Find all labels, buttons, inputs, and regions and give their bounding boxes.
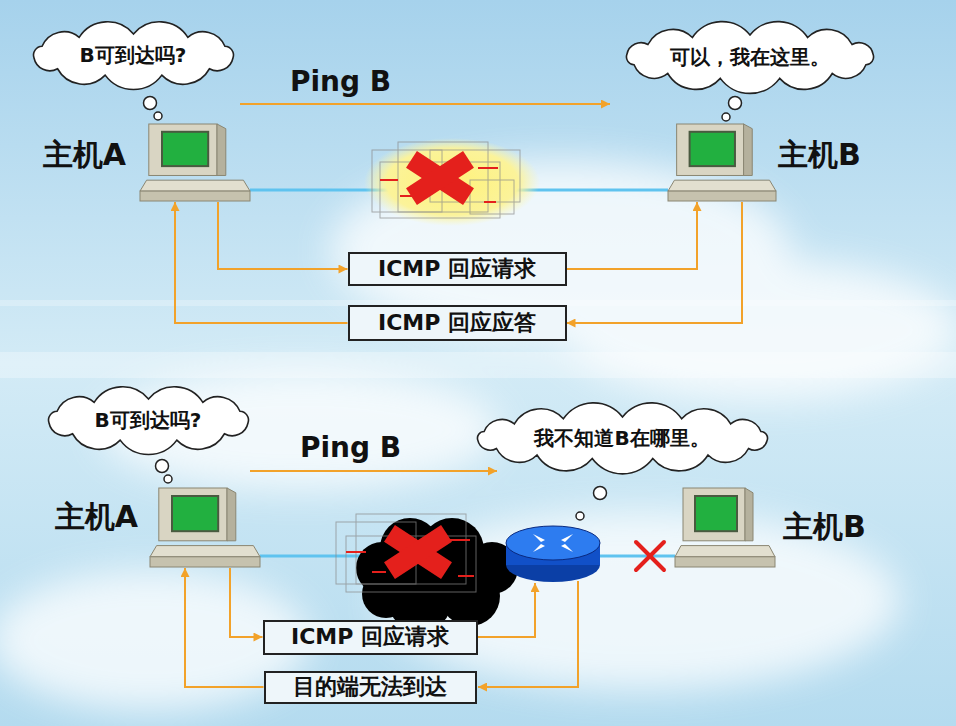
bubble-text: 我不知道B在哪里。 [534, 427, 709, 450]
computer-icon [150, 488, 260, 568]
arrow-connector [175, 202, 348, 323]
network-cloud [336, 514, 518, 632]
message-box: ICMP 回应请求 [348, 252, 567, 286]
host-label: 主机B [783, 510, 866, 545]
computer-icon [668, 124, 776, 202]
arrow-connector [230, 568, 263, 637]
host-computer: 主机A [140, 124, 250, 202]
thought-bubble: B可到达吗? [41, 392, 256, 448]
message-box: 目的端无法到达 [264, 671, 477, 704]
message-box: ICMP 回应应答 [348, 305, 567, 341]
host-computer: 主机A [150, 488, 260, 568]
network-cloud [364, 138, 540, 226]
host-label: 主机A [55, 500, 138, 535]
arrow-connector [567, 202, 698, 269]
bubble-text: B可到达吗? [95, 409, 202, 432]
arrow-connector [185, 568, 264, 687]
ping-arrow [240, 103, 610, 105]
thought-bubble: 我不知道B在哪里。 [470, 410, 775, 466]
computer-icon [140, 124, 250, 202]
host-label: 主机A [43, 138, 126, 173]
arrow-connector [218, 202, 348, 269]
box-text: ICMP 回应请求 [378, 256, 536, 281]
thought-bubble: 可以，我在这里。 [619, 28, 881, 86]
host-computer: 主机B [675, 488, 775, 568]
bubble-text: 可以，我在这里。 [670, 46, 830, 69]
host-label: 主机B [778, 138, 861, 173]
divider-band [0, 352, 956, 378]
box-text: 目的端无法到达 [293, 674, 447, 699]
thought-bubble: B可到达吗? [26, 27, 241, 83]
message-line [478, 583, 535, 637]
arrow-connector [567, 202, 743, 323]
network-cable [600, 555, 675, 558]
ping-label: Ping B [290, 66, 391, 98]
box-text: ICMP 回应应答 [378, 310, 536, 335]
ping-label: Ping B [300, 432, 401, 464]
sky-clouds [0, 160, 956, 710]
computer-icon [675, 488, 775, 568]
message-box: ICMP 回应请求 [263, 620, 478, 655]
bubble-text: B可到达吗? [80, 44, 187, 67]
message-line [478, 581, 578, 687]
link-broken-mark [636, 542, 664, 570]
box-text: ICMP 回应请求 [291, 624, 449, 649]
host-computer: 主机B [668, 124, 776, 202]
router-symbol [506, 526, 600, 582]
ping-arrow [250, 470, 497, 472]
